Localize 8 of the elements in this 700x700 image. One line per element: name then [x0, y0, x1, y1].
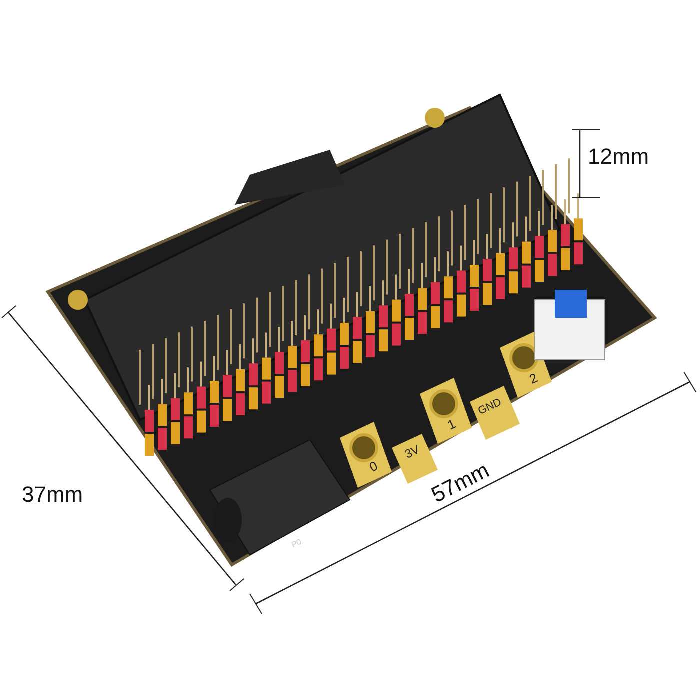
dimension-label: 57mm — [428, 459, 493, 507]
pin-label: 3V — [403, 443, 422, 461]
pin-label: 0 — [368, 459, 380, 474]
pin-label: 1 — [446, 417, 458, 432]
pin-label: 2 — [528, 371, 540, 386]
dimension-label: 37mm — [22, 484, 84, 506]
dimension-label: 12mm — [588, 146, 650, 168]
pin-label: GND — [476, 397, 504, 418]
